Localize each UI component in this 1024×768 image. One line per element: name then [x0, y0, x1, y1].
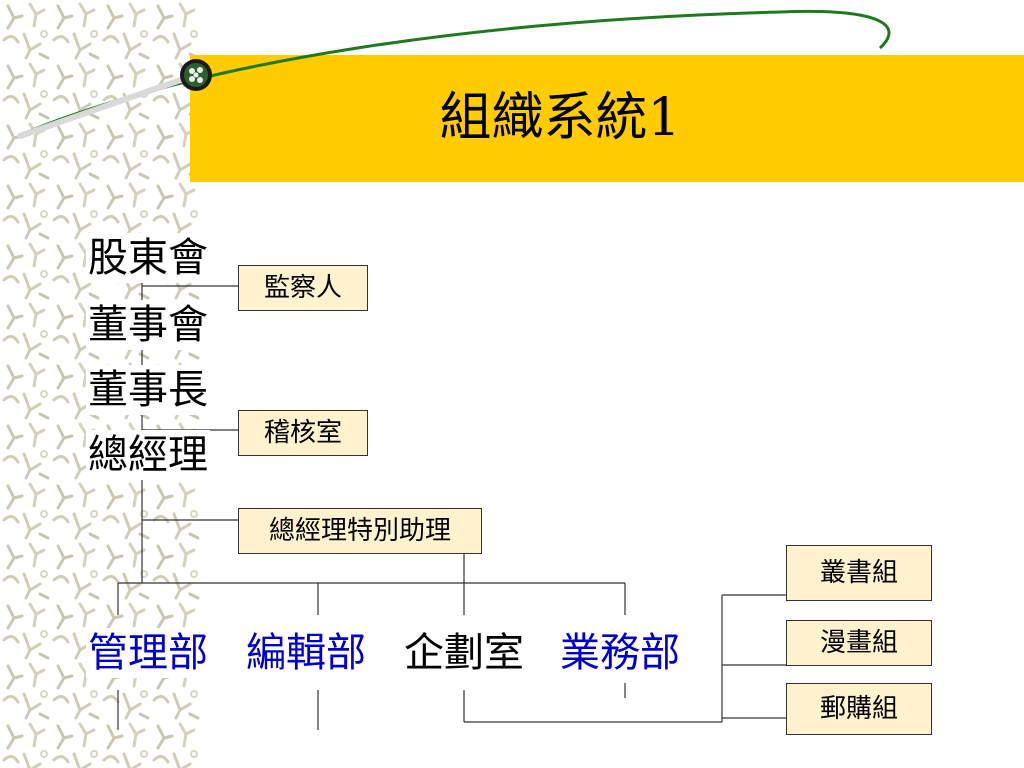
title-band [190, 55, 1024, 182]
box-group-series: 叢書組 [786, 545, 932, 601]
dept-editorial: 編輯部 [244, 628, 368, 678]
ornament-ball-icon [180, 59, 212, 91]
box-supervisor: 監察人 [238, 265, 368, 311]
node-board: 董事會 [86, 300, 210, 350]
node-chairman: 董事長 [86, 365, 210, 415]
box-group-comics: 漫畫組 [786, 620, 932, 666]
dept-business: 業務部 [558, 628, 682, 678]
node-shareholders: 股東會 [86, 233, 210, 283]
dept-planning: 企劃室 [402, 628, 526, 678]
box-group-mail-order: 郵購組 [786, 683, 932, 735]
slide-title: 組織系統1 [439, 88, 681, 148]
decorative-swoosh [17, 9, 891, 139]
box-special-assistant: 總經理特別助理 [238, 508, 482, 554]
node-general-manager: 總經理 [86, 430, 210, 480]
dept-management: 管理部 [86, 628, 210, 678]
box-audit: 稽核室 [238, 410, 368, 456]
